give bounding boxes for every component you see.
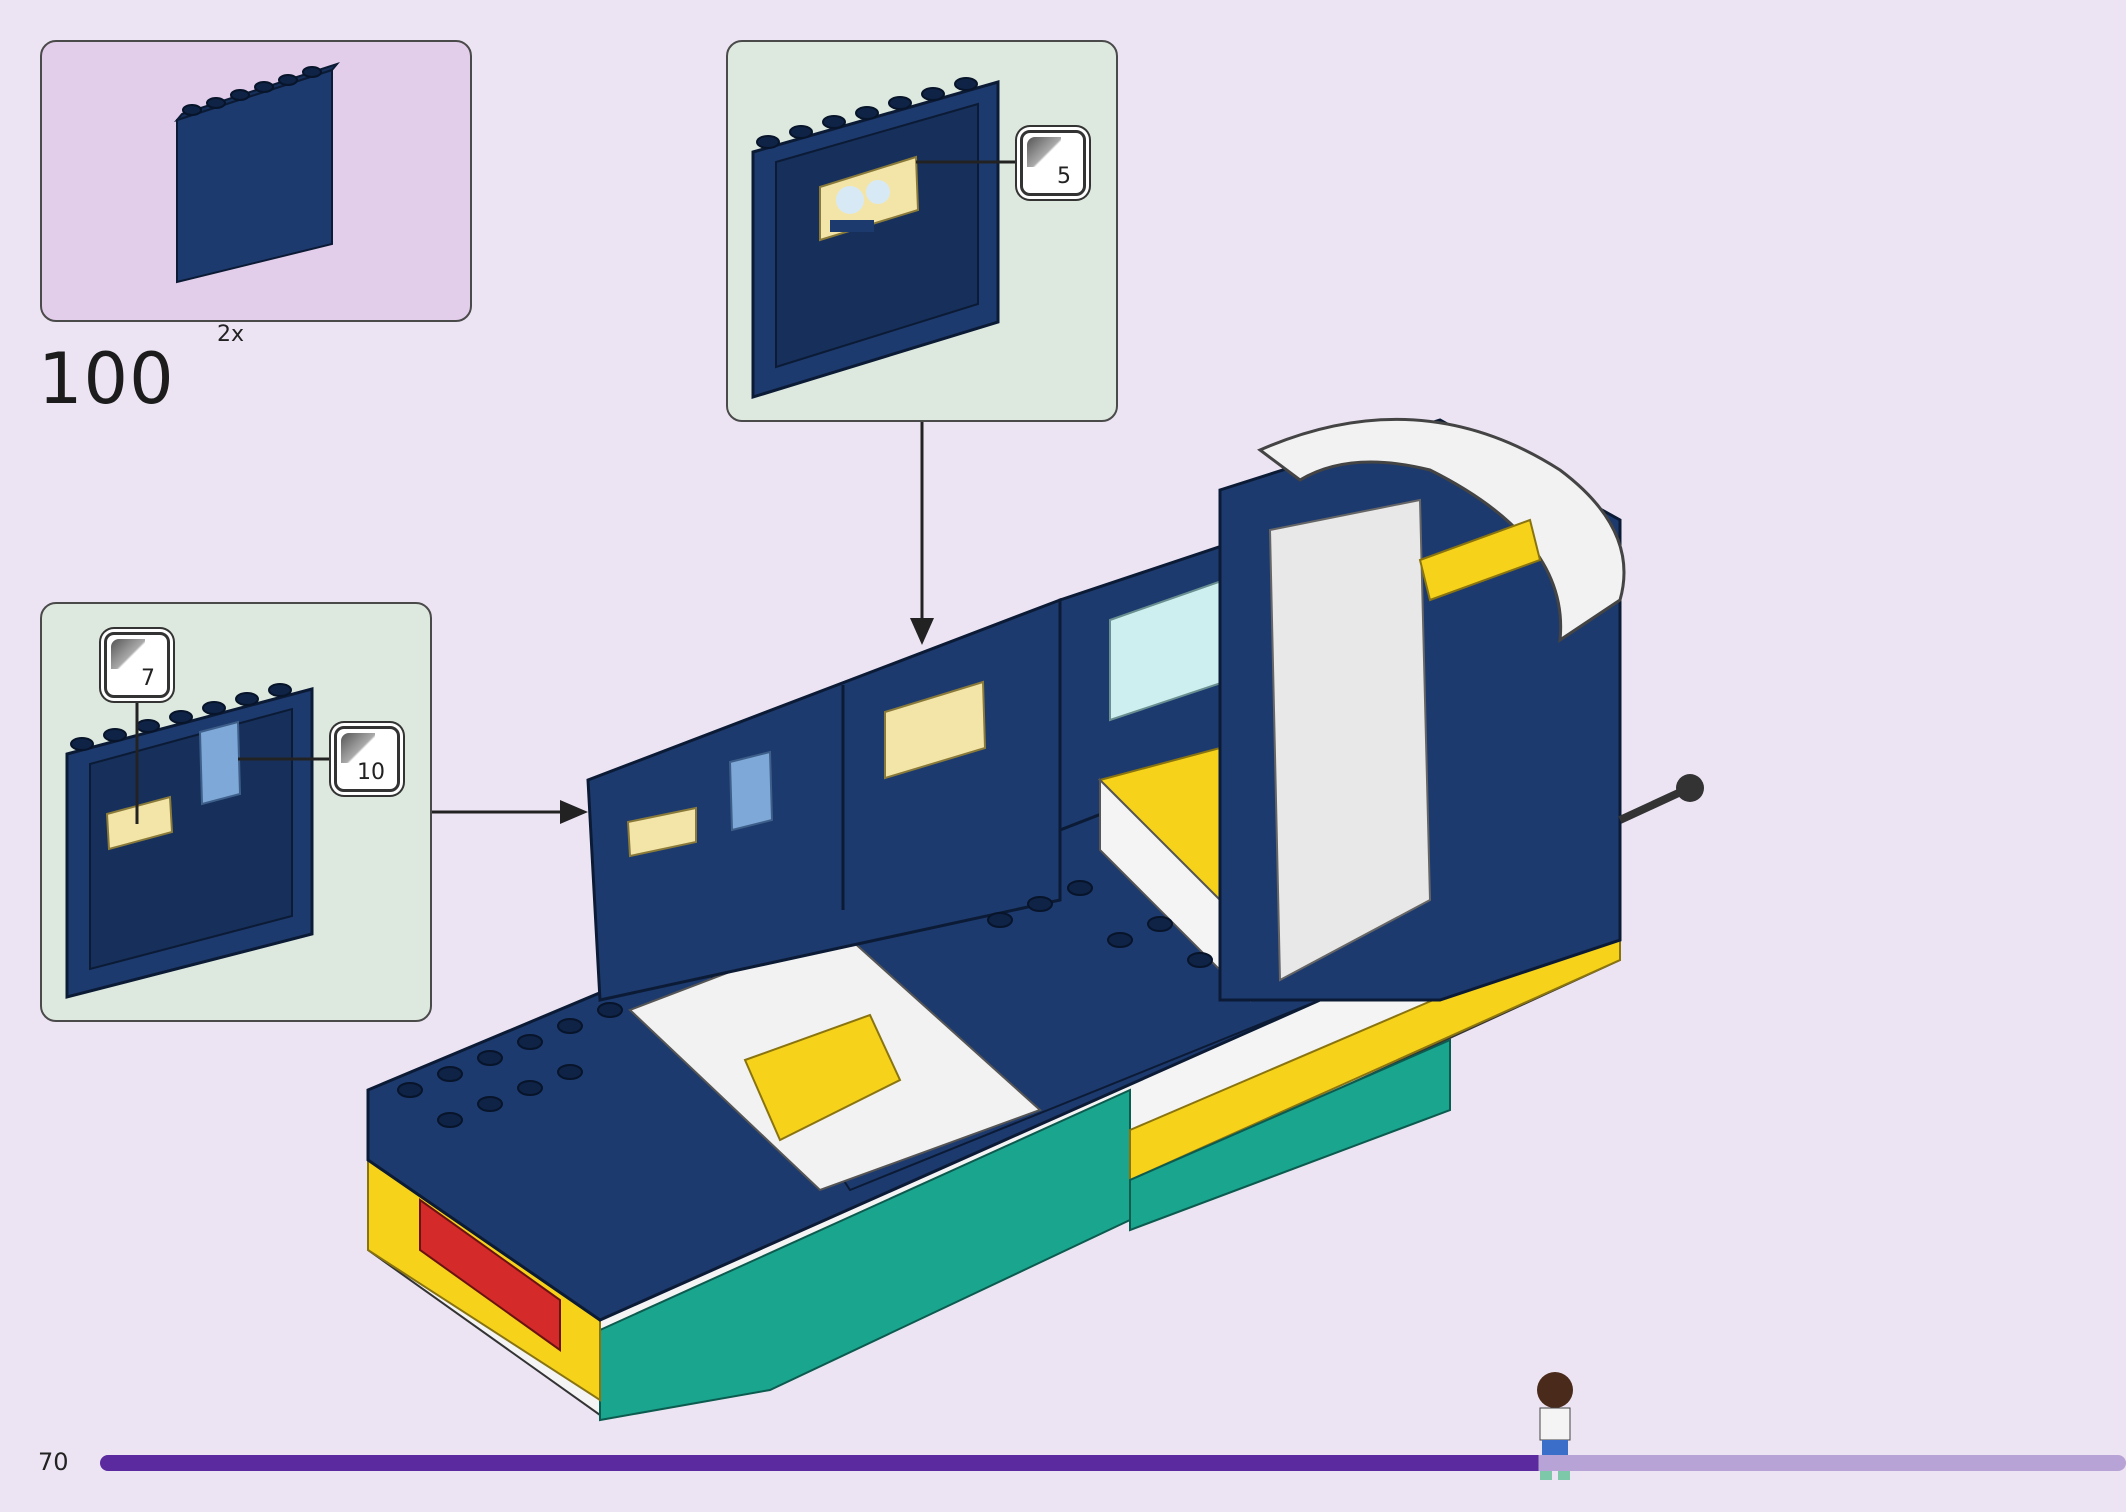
white-curved-roof [1257, 417, 1626, 644]
parts-list-panel: 2x [40, 40, 472, 347]
hlc-sticker [819, 155, 920, 242]
wall-with-stickers-illustration [65, 683, 334, 999]
progress-bar [100, 1455, 2126, 1471]
sticker-curl-icon [1027, 137, 1061, 167]
sticker-number: 5 [1057, 164, 1071, 189]
tail-light [419, 1198, 561, 1352]
sticker-tag-7: 7 [104, 632, 170, 698]
certificate-sticker [626, 806, 697, 858]
sticker-callout-left: 7 10 [40, 602, 432, 1022]
sticker-callout-top: 5 [726, 40, 1118, 422]
sticker-tag-10: 10 [334, 726, 400, 792]
certificate-sticker [105, 795, 174, 851]
trophy-sticker [198, 720, 242, 806]
trophy-sticker [728, 750, 774, 832]
hlc-sticker [884, 680, 987, 780]
sticker-number: 10 [357, 760, 385, 785]
wall-with-sticker-illustration [751, 77, 1018, 400]
part-quantity: 2x [217, 322, 245, 347]
page-number: 70 [38, 1448, 69, 1476]
step-number: 100 [38, 338, 175, 420]
navy-wall-panel-part [174, 61, 340, 284]
sticker-number: 7 [141, 666, 155, 691]
yellow-table [743, 1013, 902, 1142]
sticker-curl-icon [341, 733, 375, 763]
sticker-tag-5: 5 [1020, 130, 1086, 196]
teal-skirt [599, 1088, 1131, 1422]
tow-ball [1676, 774, 1704, 802]
sticker-curl-icon [111, 639, 145, 669]
